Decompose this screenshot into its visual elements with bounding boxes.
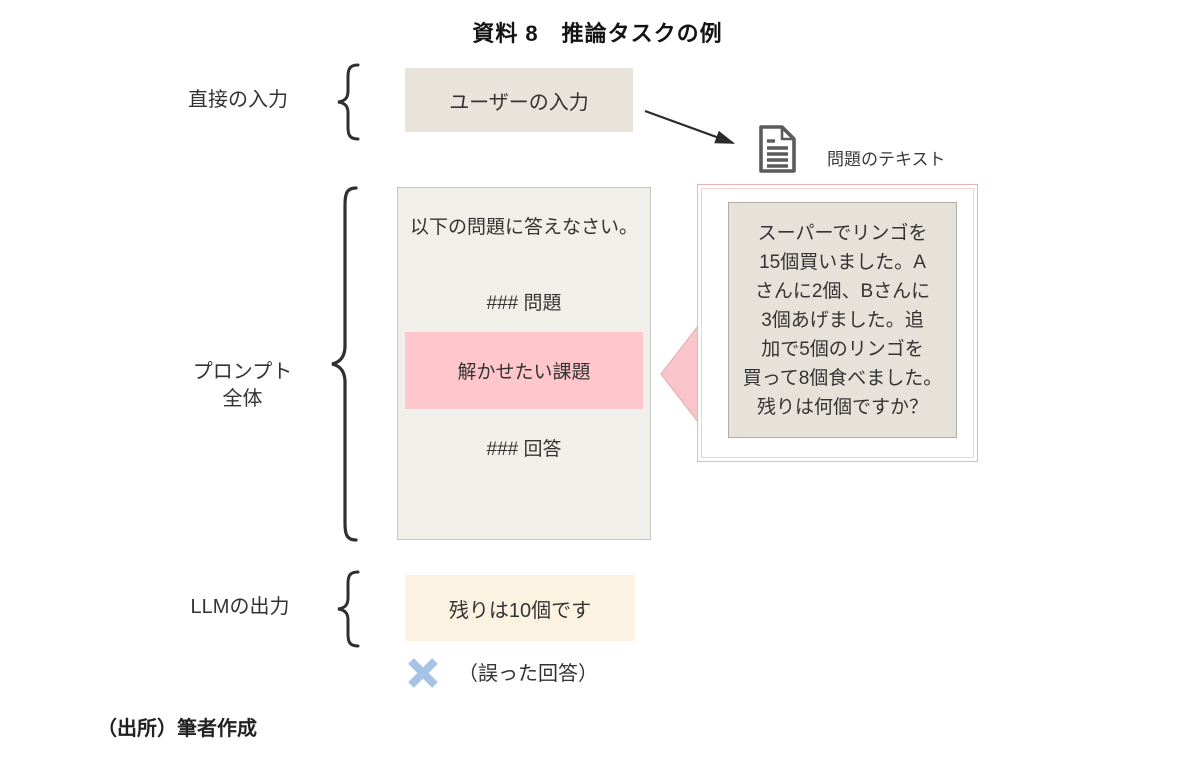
user-input-box: ユーザーの入力	[405, 68, 633, 132]
llm-output-label: LLMの出力	[190, 596, 290, 618]
left-brace-icon	[337, 63, 360, 141]
problem-text-box: スーパーでリンゴを 15個買いました。A さんに2個、Bさんに 3個あげました。…	[728, 202, 957, 438]
task-box-text: 解かせたい課題	[457, 362, 591, 383]
prompt-question-header: ### 問題	[486, 293, 562, 314]
verdict-label: （誤った回答）	[458, 663, 598, 685]
task-box: 解かせたい課題	[405, 332, 643, 409]
prompt-answer-header: ### 回答	[486, 439, 562, 460]
llm-output-box: 残りは10個です	[405, 575, 635, 641]
prompt-box: 以下の問題に答えなさい。 ### 問題 解かせたい課題 ### 回答	[397, 187, 651, 540]
prompt-label: プロンプト 全体	[192, 361, 293, 410]
llm-output-text: 残りは10個です	[448, 599, 592, 622]
problem-text-label: 問題のテキスト	[827, 150, 946, 169]
figure-title: 資料 8 推論タスクの例	[472, 21, 723, 46]
problem-text: スーパーでリンゴを 15個買いました。A さんに2個、Bさんに 3個あげました。…	[742, 222, 943, 418]
source-note: （出所）筆者作成	[97, 718, 257, 740]
left-brace-icon	[331, 186, 358, 542]
arrow-icon	[644, 109, 736, 145]
wrong-cross-icon	[408, 658, 438, 688]
prompt-instruction: 以下の問題に答えなさい。	[409, 217, 638, 238]
left-triangle-icon	[660, 324, 699, 424]
direct-input-label: 直接の入力	[188, 89, 288, 111]
document-icon	[759, 125, 796, 173]
left-brace-icon	[337, 570, 360, 648]
user-input-text: ユーザーの入力	[449, 91, 589, 114]
